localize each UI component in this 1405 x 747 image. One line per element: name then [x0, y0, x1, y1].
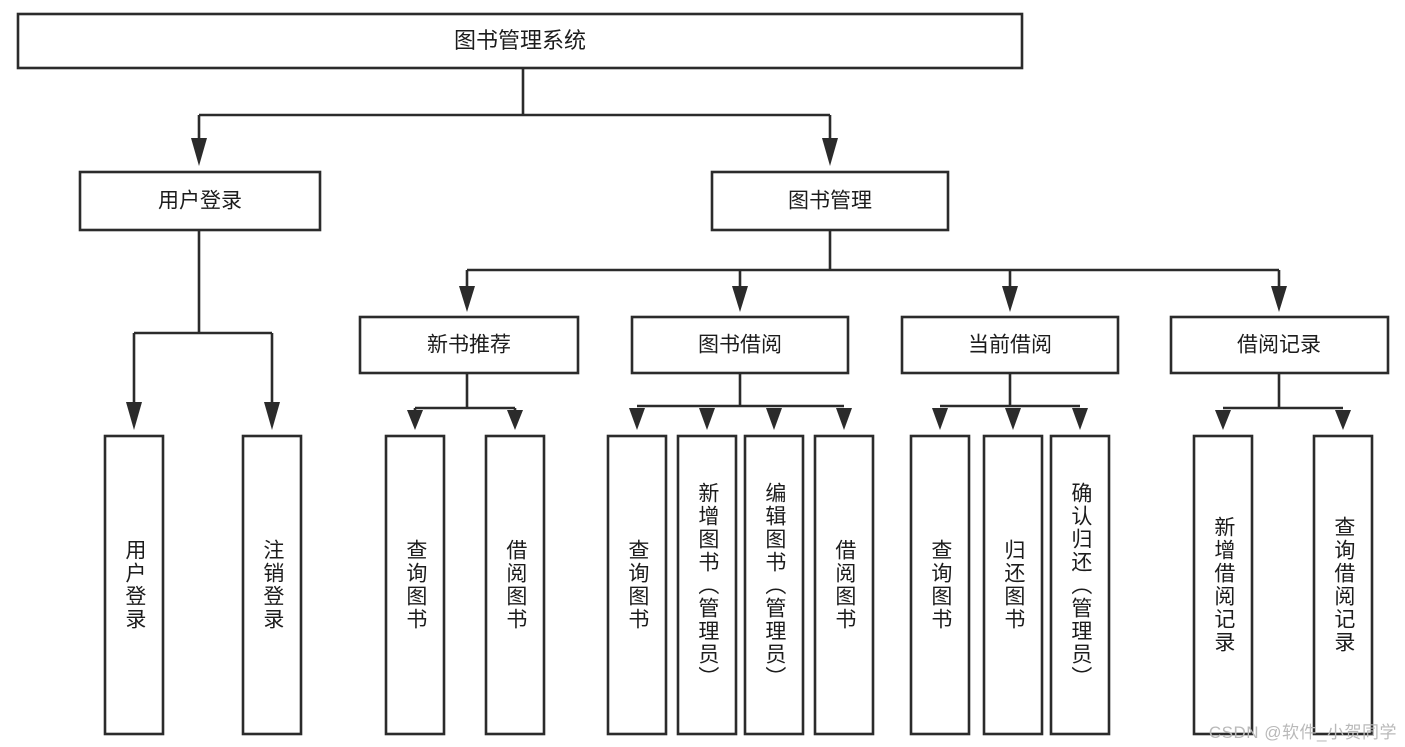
node-new-book-recommend-label: 新书推荐 [427, 334, 511, 357]
arrow-borrow-record-to-leaf-2 [1335, 410, 1351, 430]
node-leaf-logout-login[interactable] [241, 434, 303, 736]
node-leaf-edit-book[interactable] [743, 434, 805, 736]
arrow-new-book-to-leaf-1 [407, 410, 423, 430]
node-current-borrow[interactable] [900, 315, 1120, 375]
arrow-current-borrow-to-leaf-2 [1005, 408, 1021, 430]
node-leaf-borrow-book-2[interactable] [813, 434, 875, 736]
node-book-manage-label: 图书管理 [788, 190, 872, 213]
node-leaf-add-record[interactable] [1192, 434, 1254, 736]
arrow-book-borrow-to-leaf-4 [836, 408, 852, 430]
arrow-book-manage-to-current-borrow [1002, 286, 1018, 312]
arrow-book-borrow-to-leaf-1 [629, 408, 645, 430]
arrow-book-manage-to-book-borrow [732, 286, 748, 312]
arrow-user-login-to-leaf-1 [126, 402, 142, 430]
node-leaf-query-record[interactable] [1312, 434, 1374, 736]
node-root[interactable] [16, 12, 1024, 70]
arrow-book-manage-to-new-book [459, 286, 475, 312]
arrow-current-borrow-to-leaf-1 [932, 408, 948, 430]
node-leaf-borrow-book-1[interactable] [484, 434, 546, 736]
node-leaf-query-book-1[interactable] [384, 434, 446, 736]
node-leaf-return-book[interactable] [982, 434, 1044, 736]
csdn-watermark: CSDN @软件_小贺同学 [1208, 723, 1397, 742]
node-user-login[interactable] [78, 170, 322, 232]
node-leaf-add-book[interactable] [676, 434, 738, 736]
arrow-borrow-record-to-leaf-1 [1215, 410, 1231, 430]
arrow-book-borrow-to-leaf-3 [766, 408, 782, 430]
arrow-new-book-to-leaf-2 [507, 410, 523, 430]
arrow-current-borrow-to-leaf-3 [1072, 408, 1088, 430]
arrow-root-to-book-manage [822, 138, 838, 166]
arrow-book-borrow-to-leaf-2 [699, 408, 715, 430]
node-leaf-query-book-3[interactable] [909, 434, 971, 736]
node-new-book-recommend[interactable] [358, 315, 580, 375]
node-leaf-query-book-2[interactable] [606, 434, 668, 736]
node-book-borrow-label: 图书借阅 [698, 334, 782, 357]
arrow-user-login-to-leaf-2 [264, 402, 280, 430]
node-user-login-label: 用户登录 [158, 190, 242, 213]
arrow-root-to-user-login [191, 138, 207, 166]
node-borrow-record-label: 借阅记录 [1237, 334, 1321, 357]
node-current-borrow-label: 当前借阅 [968, 334, 1052, 357]
arrow-book-manage-to-borrow-record [1271, 286, 1287, 312]
node-leaf-user-login[interactable] [103, 434, 165, 736]
node-leaf-confirm-return[interactable] [1049, 434, 1111, 736]
node-root-label: 图书管理系统 [454, 28, 586, 53]
